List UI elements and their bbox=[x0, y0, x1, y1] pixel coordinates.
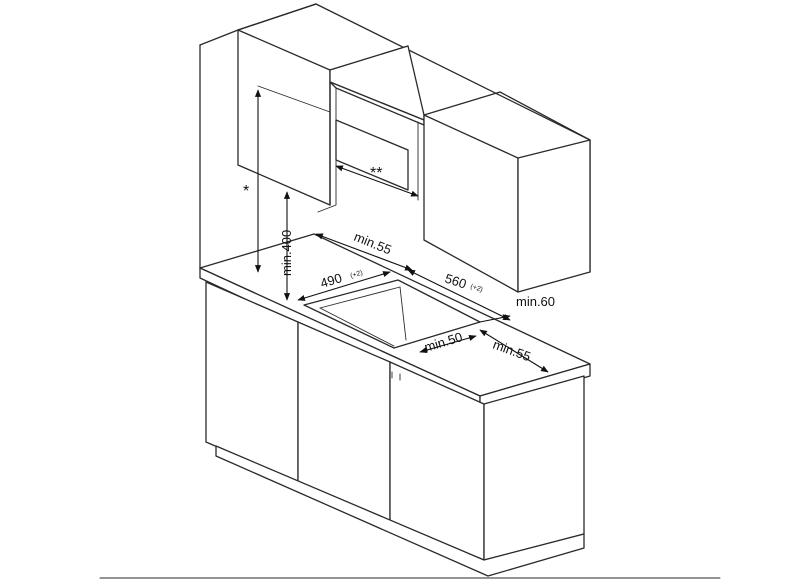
label-560-tolerance: (+2) bbox=[469, 283, 483, 294]
label-490: 490 bbox=[318, 270, 343, 291]
wall-cabinet-hood bbox=[317, 45, 425, 213]
label-560: 560 bbox=[443, 271, 468, 292]
label-star-double: ** bbox=[370, 165, 382, 182]
label-min55-back: min.55 bbox=[352, 229, 394, 258]
base-cabinets bbox=[205, 281, 585, 577]
label-490-tolerance: (+2) bbox=[350, 270, 364, 280]
label-min400: min.400 bbox=[279, 230, 294, 276]
label-min60: min.60 bbox=[516, 294, 555, 309]
label-star-single: * bbox=[243, 183, 249, 200]
dimension-lines bbox=[254, 85, 549, 373]
wall-cabinet-right bbox=[423, 91, 591, 293]
